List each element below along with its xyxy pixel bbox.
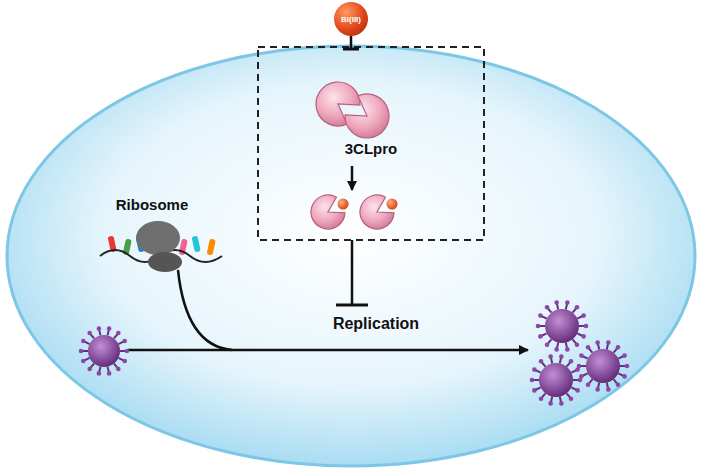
virus-symbols [79, 300, 630, 405]
cell-membrane [7, 46, 695, 466]
inhibition-line [351, 240, 354, 305]
inhibition-connector [350, 36, 353, 49]
organelle-label: Ribosome [116, 196, 189, 213]
cleavage-arrow [351, 166, 354, 190]
translation-curve [178, 270, 232, 350]
replication-arrow [128, 349, 528, 352]
ion-label: Bi(III) [341, 15, 361, 24]
process-label: Replication [333, 315, 419, 333]
protease-frame: 3CLpro [254, 47, 488, 240]
metal-ion-ball: Bi(III) [334, 2, 368, 36]
inhibition-bar [336, 304, 368, 307]
ribosome-symbol [100, 221, 222, 272]
protein-label: 3CLpro [254, 140, 488, 157]
